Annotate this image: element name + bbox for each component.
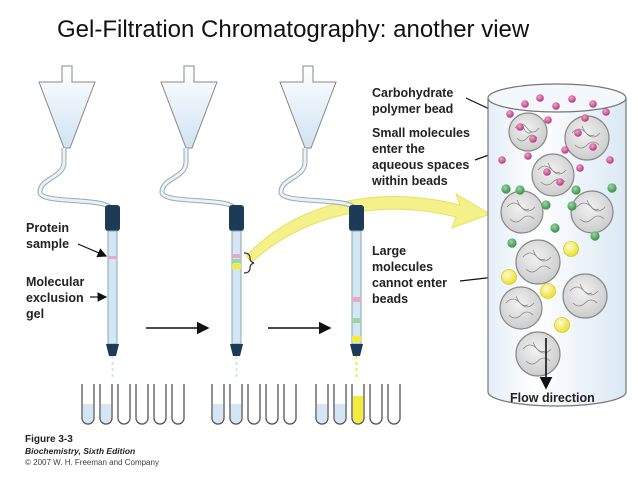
carbohydrate-bead-label: Carbohydrate polymer bead — [372, 86, 519, 123]
test-tube-icon — [265, 384, 279, 425]
svg-text:Biochemistry, Sixth Edition: Biochemistry, Sixth Edition — [25, 446, 135, 456]
svg-text:Figure 3-3: Figure 3-3 — [25, 434, 73, 445]
column-apparatus-2 — [159, 65, 255, 380]
svg-text:beads: beads — [372, 292, 408, 306]
test-tube-icon — [283, 384, 297, 425]
flow-direction-label: Flow direction — [510, 391, 595, 405]
svg-text:Small molecules: Small molecules — [372, 126, 470, 140]
svg-text:gel: gel — [26, 307, 44, 321]
svg-text:enter the: enter the — [372, 142, 425, 156]
test-tube-icon — [117, 384, 131, 425]
funnel-icon — [160, 65, 218, 149]
test-tube-icon — [153, 384, 167, 425]
column-apparatus-3 — [278, 65, 364, 380]
large-molecules-label: Large molecules cannot enter beads — [372, 244, 506, 306]
test-tube-rack — [81, 384, 401, 425]
svg-text:aqueous spaces: aqueous spaces — [372, 158, 469, 172]
test-tube-icon — [135, 384, 149, 425]
molecular-exclusion-gel-label: Molecular exclusion gel — [26, 275, 108, 321]
svg-text:within beads: within beads — [371, 174, 448, 188]
svg-text:© 2007 W. H. Freeman and Compa: © 2007 W. H. Freeman and Company — [25, 458, 159, 467]
slide-title: Gel-Filtration Chromatography: another v… — [57, 16, 530, 43]
svg-text:molecules: molecules — [372, 260, 433, 274]
small-molecules-label: Small molecules enter the aqueous spaces… — [371, 126, 532, 188]
svg-text:cannot enter: cannot enter — [372, 276, 447, 290]
test-tube-icon — [247, 384, 261, 425]
test-tube-icon — [369, 384, 383, 425]
svg-text:Carbohydrate: Carbohydrate — [372, 86, 453, 100]
column-icon — [229, 205, 244, 231]
column-icon — [105, 205, 120, 231]
highlight-arrow — [245, 192, 492, 263]
svg-text:Molecular: Molecular — [26, 275, 84, 289]
magnified-column-view — [487, 83, 627, 407]
figure-caption: Figure 3-3 Biochemistry, Sixth Edition ©… — [25, 434, 159, 467]
svg-text:Large: Large — [372, 244, 406, 258]
protein-sample-label: Protein sample — [26, 221, 108, 258]
svg-text:sample: sample — [26, 237, 69, 251]
column-icon — [349, 205, 364, 231]
test-tube-icon — [387, 384, 401, 425]
svg-text:polymer bead: polymer bead — [372, 102, 453, 116]
svg-text:Protein: Protein — [26, 221, 69, 235]
column-apparatus-1 — [37, 65, 120, 380]
svg-text:exclusion: exclusion — [26, 291, 84, 305]
funnel-icon — [38, 65, 96, 149]
bead-icon — [499, 112, 614, 377]
test-tube-icon — [171, 384, 185, 425]
funnel-icon — [279, 65, 337, 149]
